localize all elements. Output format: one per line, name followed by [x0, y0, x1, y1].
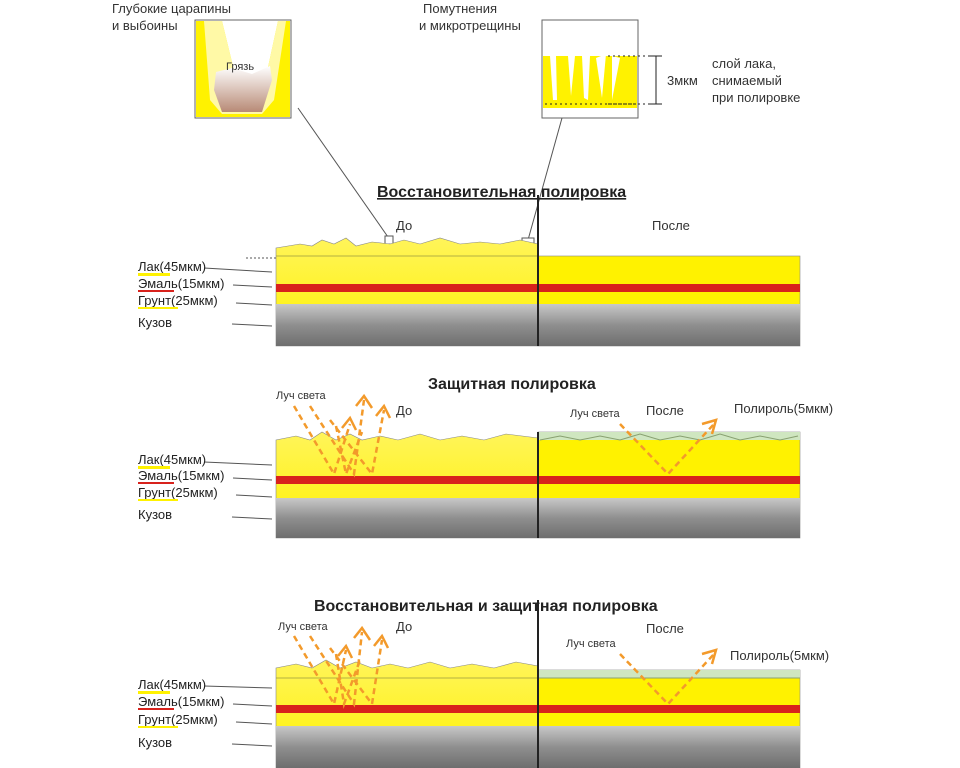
section-3-after: После	[646, 621, 684, 636]
section-1-primer-label: Грунт(25мкм)	[138, 293, 218, 308]
section-2-ray-left: Луч света	[276, 390, 327, 402]
section-3-ray-left: Луч света	[278, 621, 329, 633]
section-3-title: Восстановительная и защитная полировка	[314, 598, 658, 615]
section-2-lacquer-label: Лак(45мкм)	[138, 452, 206, 467]
section-2-polish: Полироль(5мкм)	[734, 401, 833, 416]
section-protective: Защитная полировка До После Луч света Лу…	[138, 376, 833, 539]
note-line-1: слой лака,	[712, 56, 776, 71]
section-combined: Восстановительная и защитная полировка Д…	[138, 598, 829, 768]
section-2-ray-right: Луч света	[570, 408, 621, 420]
section-2-enamel-label: Эмаль(15мкм)	[138, 468, 224, 483]
section-2-before: До	[396, 403, 412, 418]
microcrack-detail-box	[541, 19, 662, 119]
section-1-before: До	[396, 218, 412, 233]
scratch-detail-box: Грязь	[194, 19, 292, 119]
section-3-rays	[292, 631, 715, 709]
section-3-body-label: Кузов	[138, 735, 172, 750]
section-3-before: До	[396, 619, 412, 634]
note-line-2: снимаемый	[712, 73, 782, 88]
section-3-ray-arrows	[337, 625, 718, 665]
crack-caption-1: Помутнения	[423, 1, 497, 16]
section-1-after: После	[652, 218, 690, 233]
section-3-enamel-label: Эмаль(15мкм)	[138, 694, 224, 709]
section-2-rays	[292, 399, 715, 479]
scratch-callout-line	[297, 107, 389, 238]
section-1-lacquer-label: Лак(45мкм)	[138, 259, 206, 274]
section-2-polish-layer	[538, 432, 800, 440]
section-1-title: Восстановительная полировка	[377, 184, 626, 201]
scratch-caption-1: Глубокие царапины	[112, 1, 231, 16]
section-1-enamel-label: Эмаль(15мкм)	[138, 276, 224, 291]
scratch-callout-marker	[384, 235, 394, 245]
dirt-label: Грязь	[226, 61, 254, 73]
section-3-ray-right: Луч света	[566, 638, 617, 650]
section-2-primer-label: Грунт(25мкм)	[138, 485, 218, 500]
crack-callout-line	[527, 117, 563, 241]
section-1-body-label: Кузов	[138, 315, 172, 330]
section-2-ray-arrows	[341, 393, 718, 435]
scratch-caption-2: и выбоины	[112, 18, 178, 33]
section-2-title: Защитная полировка	[428, 376, 596, 393]
note-line-3: при полировке	[712, 90, 800, 105]
thickness-label: 3мкм	[667, 73, 698, 88]
crack-caption-2: и микротрещины	[419, 18, 521, 33]
section-2-after: После	[646, 403, 684, 418]
section-3-polish-layer	[538, 670, 800, 678]
section-3-primer-label: Грунт(25мкм)	[138, 712, 218, 727]
section-restorative: Восстановительная полировка До После Лак…	[138, 184, 801, 347]
section-3-polish: Полироль(5мкм)	[730, 648, 829, 663]
section-3-lacquer-label: Лак(45мкм)	[138, 677, 206, 692]
section-2-body-label: Кузов	[138, 507, 172, 522]
